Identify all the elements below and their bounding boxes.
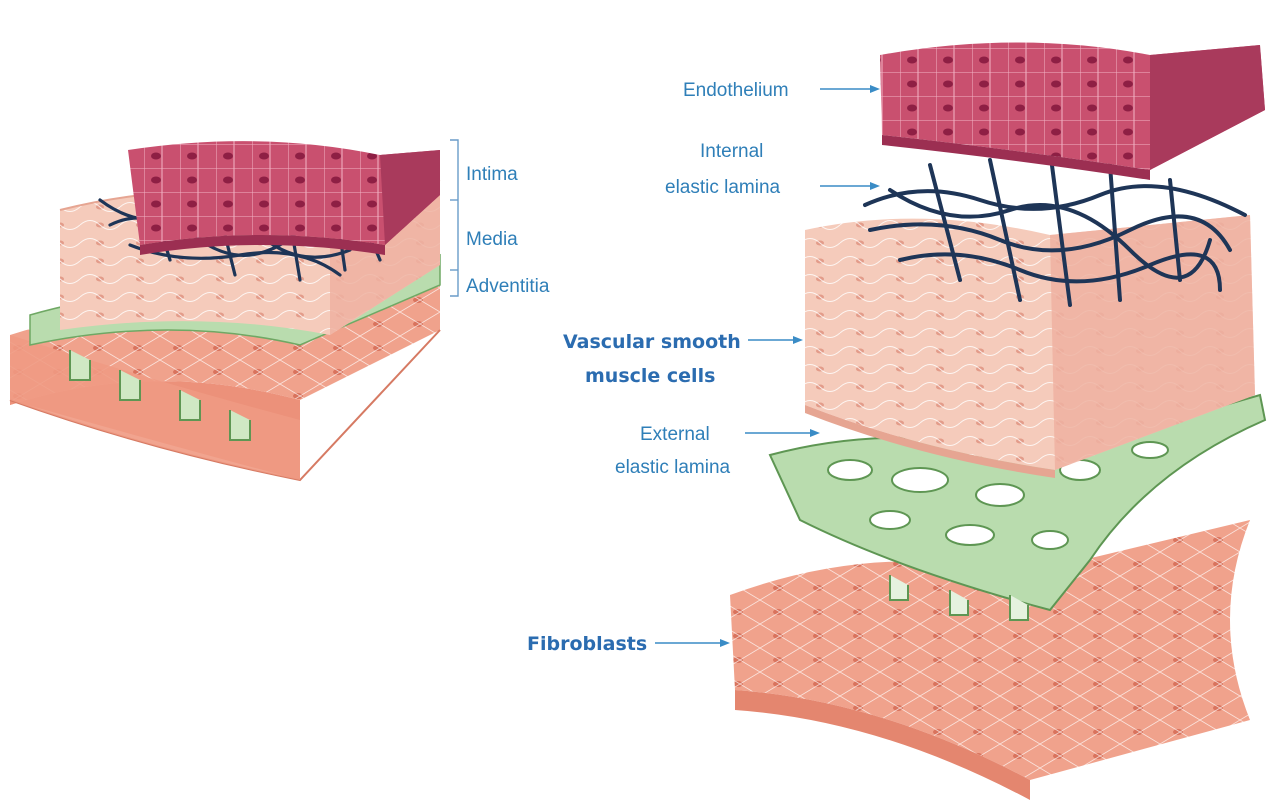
tunic-media-label: Media (466, 229, 518, 250)
exploded-wall: Endothelium Internal elastic lamina Vasc… (527, 43, 1265, 801)
internal-lamina-label-line1: Internal (700, 141, 763, 162)
fibroblasts-label: Fibroblasts (527, 633, 647, 655)
tunic-bracket (450, 140, 458, 296)
assembled-wall: Intima Media Adventitia (10, 140, 550, 480)
endothelium-layer (880, 43, 1265, 181)
vsmc-arrow (748, 336, 803, 344)
external-lamina-label-line2: elastic lamina (615, 457, 731, 478)
endothelium-label: Endothelium (683, 80, 789, 101)
tunic-intima-label: Intima (466, 164, 518, 185)
vsmc-label-line2: muscle cells (585, 365, 715, 387)
external-lamina-label-line1: External (640, 424, 710, 445)
internal-lamina-label-line2: elastic lamina (665, 177, 781, 198)
vsmc-label-line1: Vascular smooth (563, 331, 741, 353)
tunic-adventitia-label: Adventitia (466, 276, 550, 297)
endothelium-arrow (820, 85, 880, 93)
fibroblasts-arrow (655, 639, 730, 647)
external-lamina-arrow (745, 429, 820, 437)
internal-lamina-arrow (820, 182, 880, 190)
